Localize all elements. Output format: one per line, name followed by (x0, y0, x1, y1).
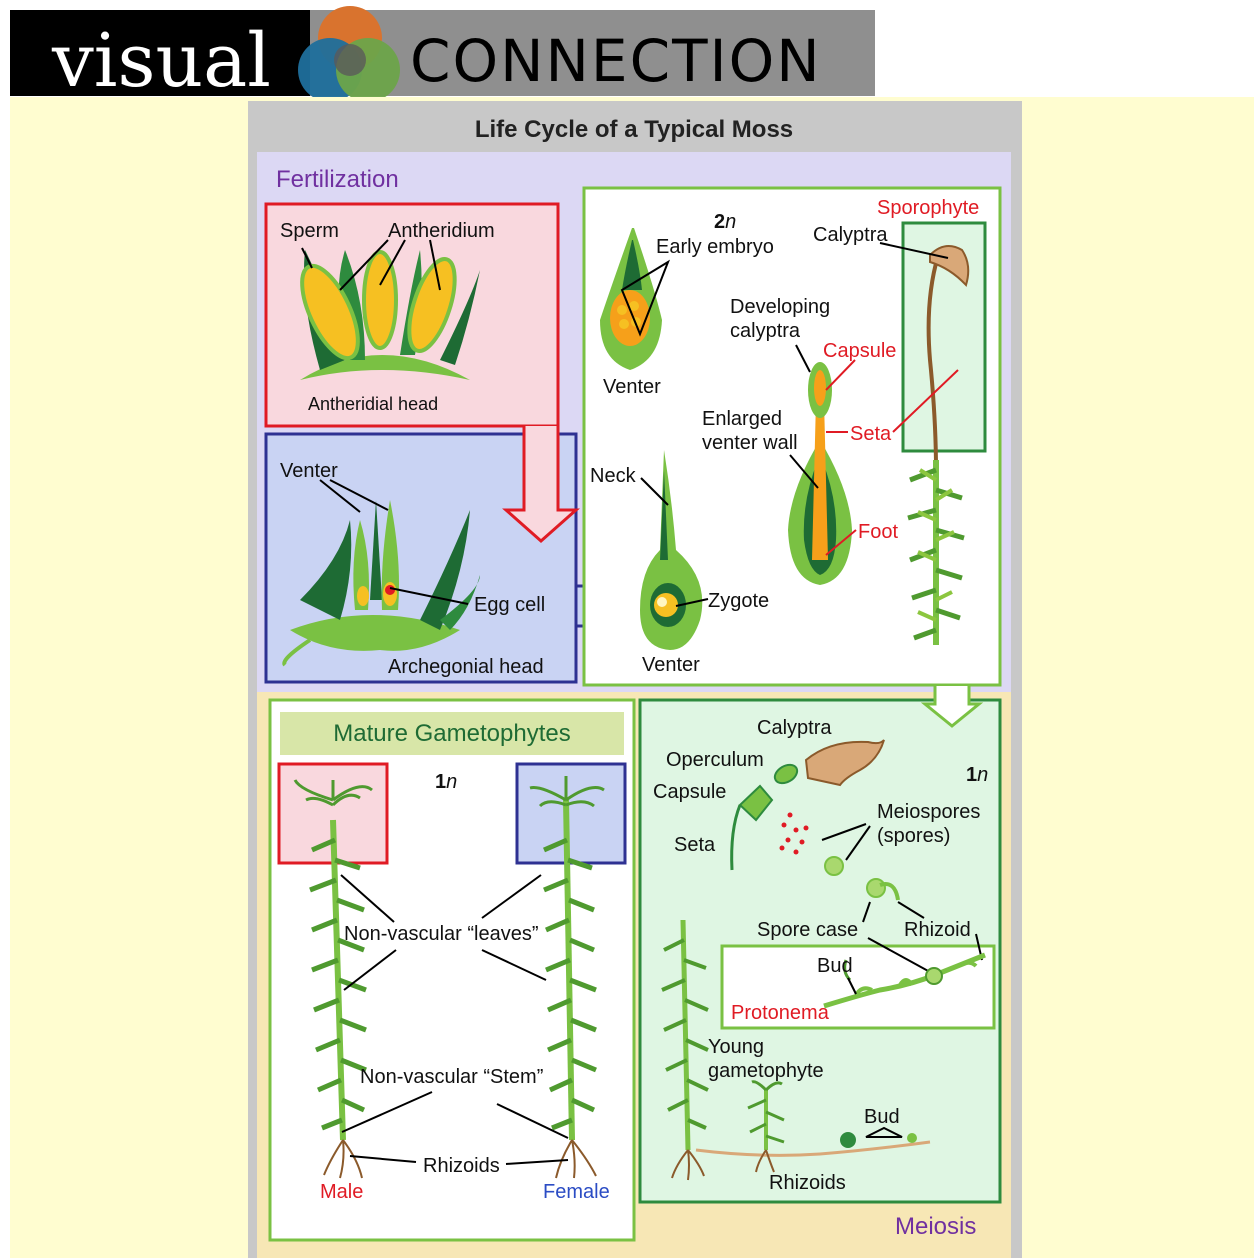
female-head-box (517, 764, 625, 863)
label-foot: Foot (858, 521, 898, 543)
label-nonvascular-leaves: Non-vascular “leaves” (344, 923, 539, 945)
label-protonema: Protonema (731, 1002, 830, 1024)
label-rhizoids-left: Rhizoids (423, 1155, 500, 1177)
label-young-1: Young (708, 1036, 764, 1058)
label-1n-right: 1n (966, 764, 988, 786)
label-antheridial-head: Antheridial head (308, 394, 438, 414)
label-egg-cell: Egg cell (474, 594, 545, 616)
label-spore-case: Spore case (757, 919, 858, 941)
label-nonvascular-stem: Non-vascular “Stem” (360, 1066, 543, 1088)
label-venter-bottom: Venter (642, 654, 700, 676)
label-mature-gametophytes: Mature Gametophytes (333, 720, 570, 747)
label-male: Male (320, 1181, 363, 1203)
diagram-title: Life Cycle of a Typical Moss (475, 116, 793, 143)
label-venter-left: Venter (280, 460, 338, 482)
label-neck: Neck (590, 465, 637, 487)
label-archegonial-head: Archegonial head (388, 656, 544, 678)
label-meiospores-1: Meiospores (877, 801, 980, 823)
label-1n-left: 1n (435, 771, 457, 793)
label-developing-calyptra-2: calyptra (730, 320, 801, 342)
label-enlarged-2: venter wall (702, 432, 798, 454)
label-seta-bottom: Seta (674, 834, 716, 856)
label-female: Female (543, 1181, 610, 1203)
label-developing-calyptra-1: Developing (730, 296, 830, 318)
label-rhizoid: Rhizoid (904, 919, 971, 941)
section-label-meiosis: Meiosis (895, 1213, 976, 1240)
section-label-fertilization: Fertilization (276, 166, 399, 193)
label-capsule-red: Capsule (823, 340, 896, 362)
label-bud-1: Bud (817, 955, 853, 977)
label-capsule-bottom: Capsule (653, 781, 726, 803)
label-meiospores-2: (spores) (877, 825, 950, 847)
label-early-embryo: Early embryo (656, 236, 774, 258)
label-zygote: Zygote (708, 590, 769, 612)
label-rhizoids-right: Rhizoids (769, 1172, 846, 1194)
label-bud-2: Bud (864, 1106, 900, 1128)
label-operculum: Operculum (666, 749, 764, 771)
label-venter-top: Venter (603, 376, 661, 398)
label-enlarged-1: Enlarged (702, 408, 782, 430)
label-antheridium: Antheridium (388, 220, 495, 242)
label-sporophyte: Sporophyte (877, 197, 979, 219)
label-calyptra-bottom: Calyptra (757, 717, 832, 739)
label-sperm: Sperm (280, 220, 339, 242)
label-calyptra-top: Calyptra (813, 224, 888, 246)
label-young-2: gametophyte (708, 1060, 824, 1082)
label-seta-red: Seta (850, 423, 892, 445)
label-2n-top: 2n (714, 211, 736, 233)
